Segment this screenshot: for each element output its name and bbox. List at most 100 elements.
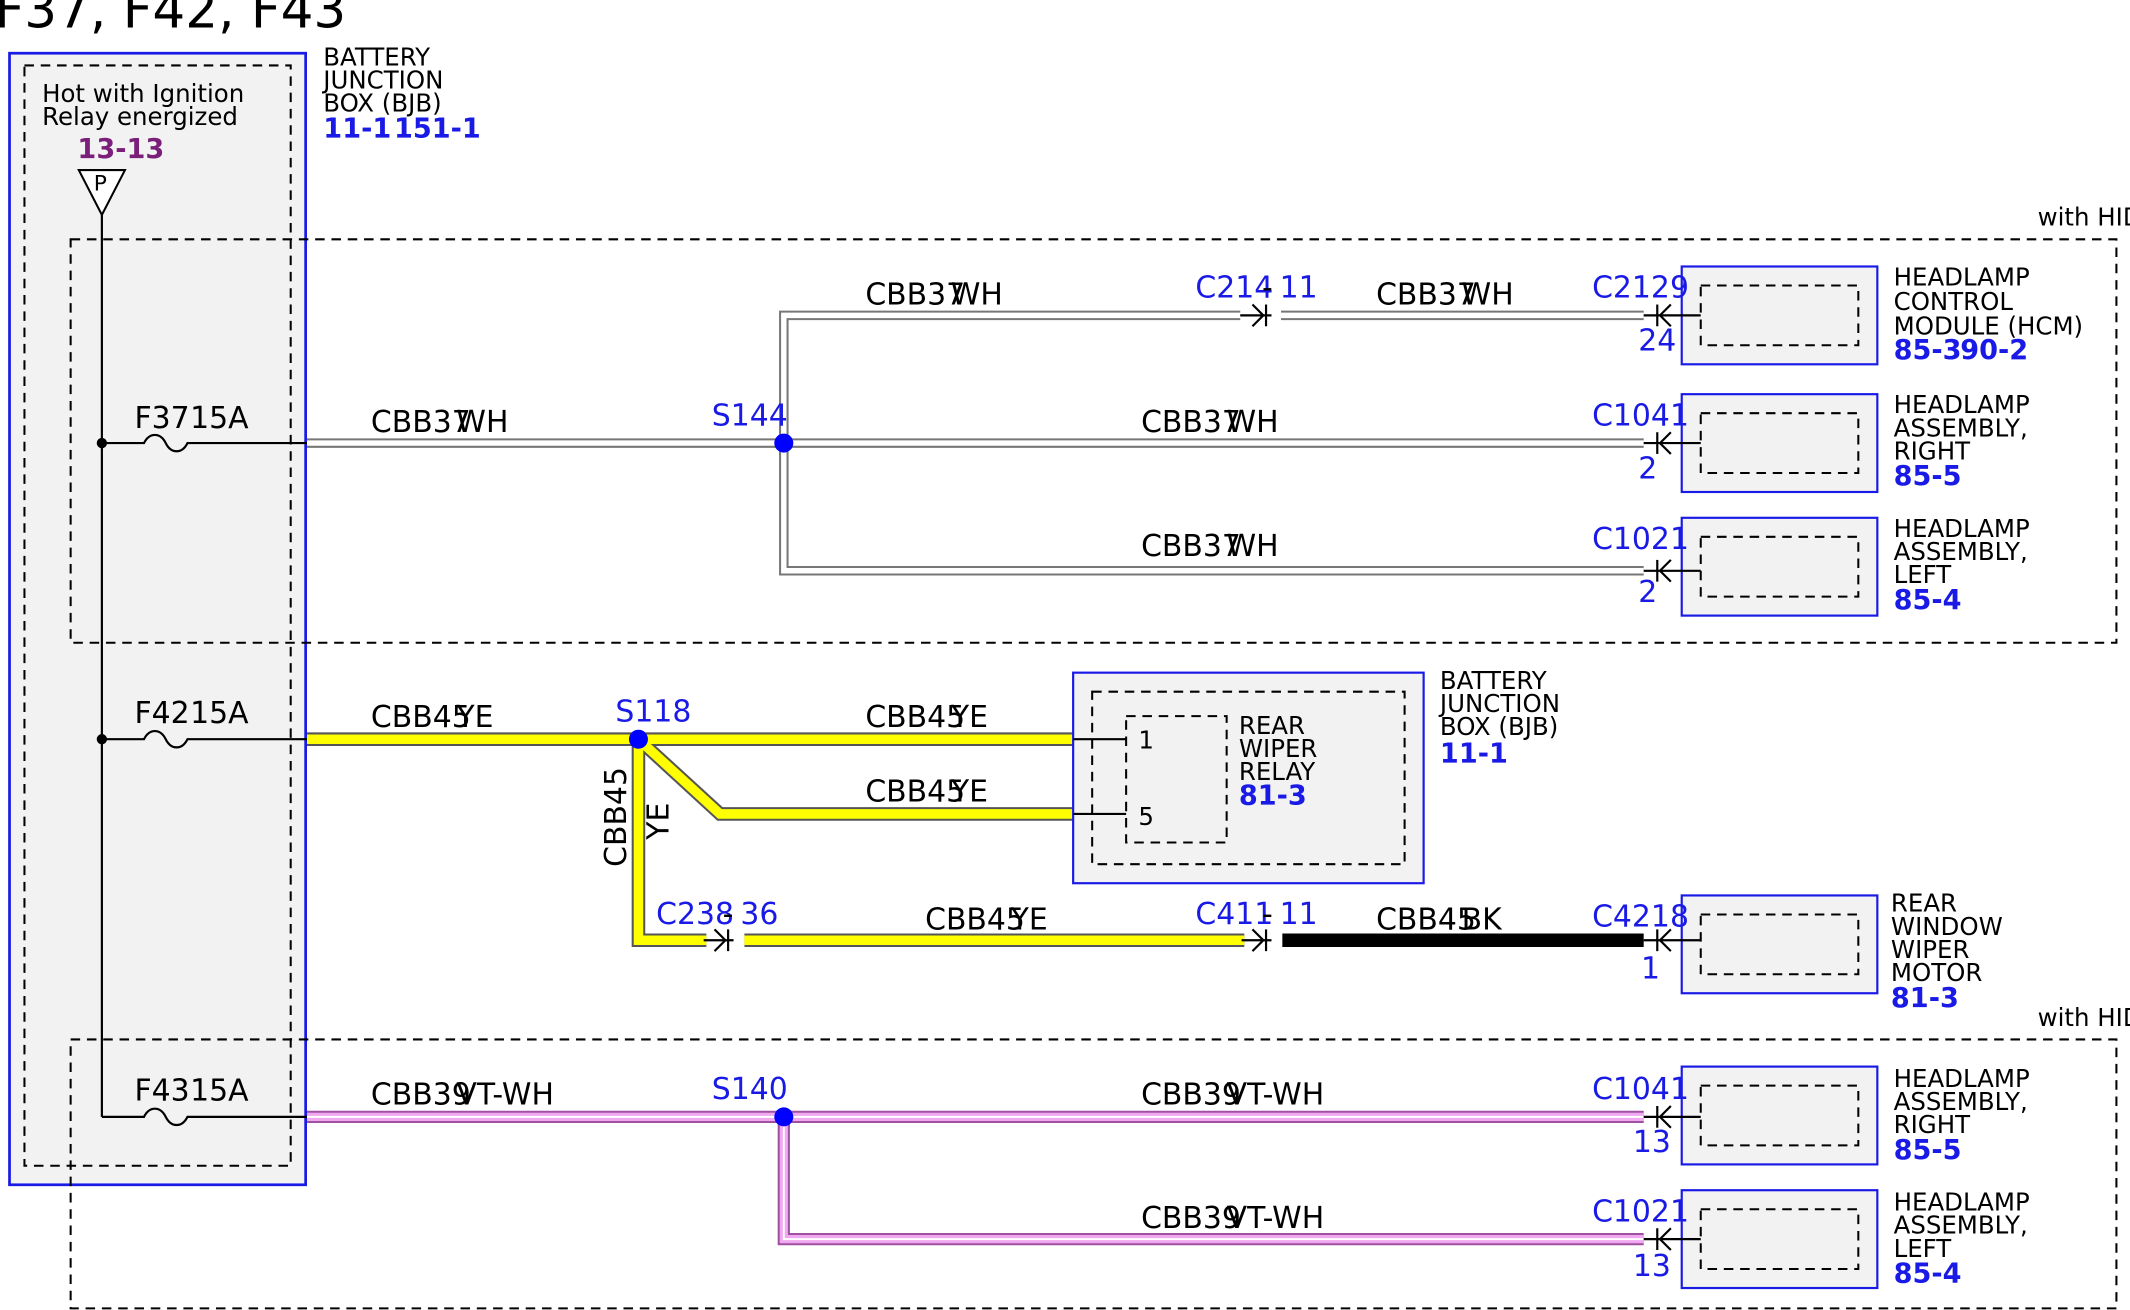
wire-f43-color: VT-WH	[456, 1078, 554, 1113]
fuse-f37: F37 15A	[134, 401, 249, 436]
har-bot-connector: C1041	[1592, 1072, 1689, 1107]
fuse-f42-name: F42	[134, 696, 189, 731]
motor-pin: 1	[1641, 951, 1660, 986]
hal-bot-line1: HEADLAMP	[1894, 1188, 2030, 1217]
bjb-left-ref2: 151-1	[394, 113, 481, 144]
splice-s140-label: S140	[712, 1072, 788, 1107]
har-top-line1: HEADLAMP	[1894, 390, 2030, 419]
hid-label-bottom: with HID	[2038, 1003, 2130, 1032]
fuse-f43-name: F43	[134, 1074, 189, 1109]
har-bot-line1: HEADLAMP	[1894, 1064, 2030, 1093]
hal-top-pin: 2	[1638, 575, 1657, 610]
hal-bot-connector: C1021	[1592, 1194, 1689, 1229]
har-bot-line3: RIGHT	[1894, 1110, 1970, 1139]
splice-s144-label: S144	[712, 398, 788, 433]
hid-region-top	[69, 238, 2118, 644]
component-headlamp-left-top	[1643, 516, 1879, 617]
c411-id: C411	[1195, 897, 1273, 932]
component-headlamp-right-bottom	[1643, 1065, 1879, 1166]
motor-connector: C4218	[1592, 900, 1689, 935]
fuse-f43: F43 15A	[134, 1074, 249, 1109]
har-bot-line2: ASSEMBLY,	[1894, 1087, 2028, 1116]
relay-ref: 81-3	[1239, 780, 1307, 811]
relay-bjb-ref1: 11-1	[1440, 738, 1508, 769]
har-top-pin: 2	[1638, 451, 1657, 486]
hal-top-line1: HEADLAMP	[1894, 514, 2030, 543]
wire-c238-circuit: CBB45	[925, 902, 1025, 937]
wire-f37-color: WH	[456, 405, 508, 440]
wire-relay5-circuit: CBB45	[865, 775, 965, 810]
wire-hal13-color: VT-WH	[1227, 1201, 1325, 1236]
hcm-connector: C2129	[1592, 271, 1689, 306]
cbb37-wires	[307, 310, 1644, 576]
power-symbol: P	[94, 171, 107, 196]
wire-hcm-b-color: WH	[1462, 278, 1514, 313]
c238-pin: 36	[740, 897, 778, 932]
wire-relay5-color: YE	[950, 775, 988, 810]
hal-bot-ref1: 85-4	[1894, 1259, 1962, 1290]
motor-line1: REAR	[1891, 889, 1957, 918]
wire-f37-circuit: CBB37	[371, 405, 471, 440]
inline-connector-c238	[703, 928, 734, 952]
hal-top-line3: LEFT	[1894, 560, 1952, 589]
hcm-line1: HEADLAMP	[1894, 263, 2030, 292]
hal-top-connector: C1021	[1592, 522, 1689, 557]
pin-arrow-icon	[1658, 1105, 1672, 1129]
relay-line1: REAR	[1239, 711, 1305, 740]
wire-c411-circuit: CBB45	[1376, 902, 1476, 937]
wire-relay1-circuit: CBB45	[865, 700, 965, 735]
c238-sep: -	[723, 897, 734, 932]
hcm-pin: 24	[1638, 324, 1676, 359]
power-triangle-icon	[77, 169, 127, 218]
battery-junction-box-left: Hot with Ignition Relay energized 13-13 …	[8, 51, 308, 1187]
wire-har13-circuit: CBB39	[1141, 1078, 1241, 1113]
har-bot-pin: 13	[1633, 1125, 1671, 1160]
wire-c411-color: BK	[1462, 902, 1503, 937]
har-top-line2: ASSEMBLY,	[1894, 413, 2028, 442]
splice-s118	[628, 729, 648, 749]
motor-line2: WINDOW	[1891, 912, 2003, 941]
relay-pin-1: 1	[1138, 726, 1154, 755]
bjb-left-line2: JUNCTION	[321, 66, 443, 95]
relay-bjb-line1: BATTERY	[1440, 666, 1547, 695]
hcm-ref1: 85-3	[1894, 335, 1962, 366]
fuse-f43-rating: 15A	[190, 1074, 249, 1109]
fuse-f42: F42 15A	[134, 696, 249, 731]
bjb-left-ref1: 11-1	[323, 113, 391, 144]
wire-f43-circuit: CBB39	[371, 1078, 471, 1113]
c214-pin: 11	[1280, 271, 1318, 306]
har-top-line3: RIGHT	[1894, 436, 1970, 465]
wire-har13-color: VT-WH	[1227, 1078, 1325, 1113]
hcm-line3: MODULE (HCM)	[1894, 311, 2083, 340]
pin-arrow-icon	[1658, 928, 1672, 952]
wire-hal-color: WH	[1227, 529, 1279, 564]
relay-bjb-line3: BOX (BJB)	[1440, 712, 1558, 741]
hot-ref: 13-13	[77, 134, 164, 165]
c214-sep: -	[1262, 271, 1273, 306]
fuse-f37-name: F37	[134, 401, 189, 436]
wire-hcm-a-color: WH	[951, 278, 1003, 313]
hot-label-line1: Hot with Ignition	[42, 79, 244, 108]
hid-label-top: with HID	[2038, 203, 2130, 232]
wire-f42-color: YE	[455, 700, 493, 735]
hal-top-line2: ASSEMBLY,	[1894, 537, 2028, 566]
diagram-title: F37, F42, F43	[0, 0, 346, 40]
wire-hcm-a-circuit: CBB37	[865, 278, 965, 313]
fuse-f42-rating: 15A	[190, 696, 249, 731]
component-hcm	[1643, 265, 1879, 366]
c238-id: C238	[656, 897, 734, 932]
c214-id: C214	[1195, 271, 1273, 306]
motor-line4: MOTOR	[1891, 958, 1982, 987]
hal-bot-line2: ASSEMBLY,	[1894, 1211, 2028, 1240]
bjb-left-line1: BATTERY	[323, 42, 430, 71]
har-top-ref1: 85-5	[1894, 461, 1962, 492]
bjb-left-line3: BOX (BJB)	[323, 89, 441, 118]
rear-wiper-relay-bjb	[1072, 671, 1425, 885]
motor-ref1: 81-3	[1891, 983, 1959, 1014]
inline-connector-c214	[1240, 303, 1281, 328]
wire-hal-circuit: CBB37	[1141, 529, 1241, 564]
c411-pin: 11	[1280, 897, 1318, 932]
wire-f42-circuit: CBB45	[371, 700, 471, 735]
cbb45-wires	[307, 732, 1644, 948]
